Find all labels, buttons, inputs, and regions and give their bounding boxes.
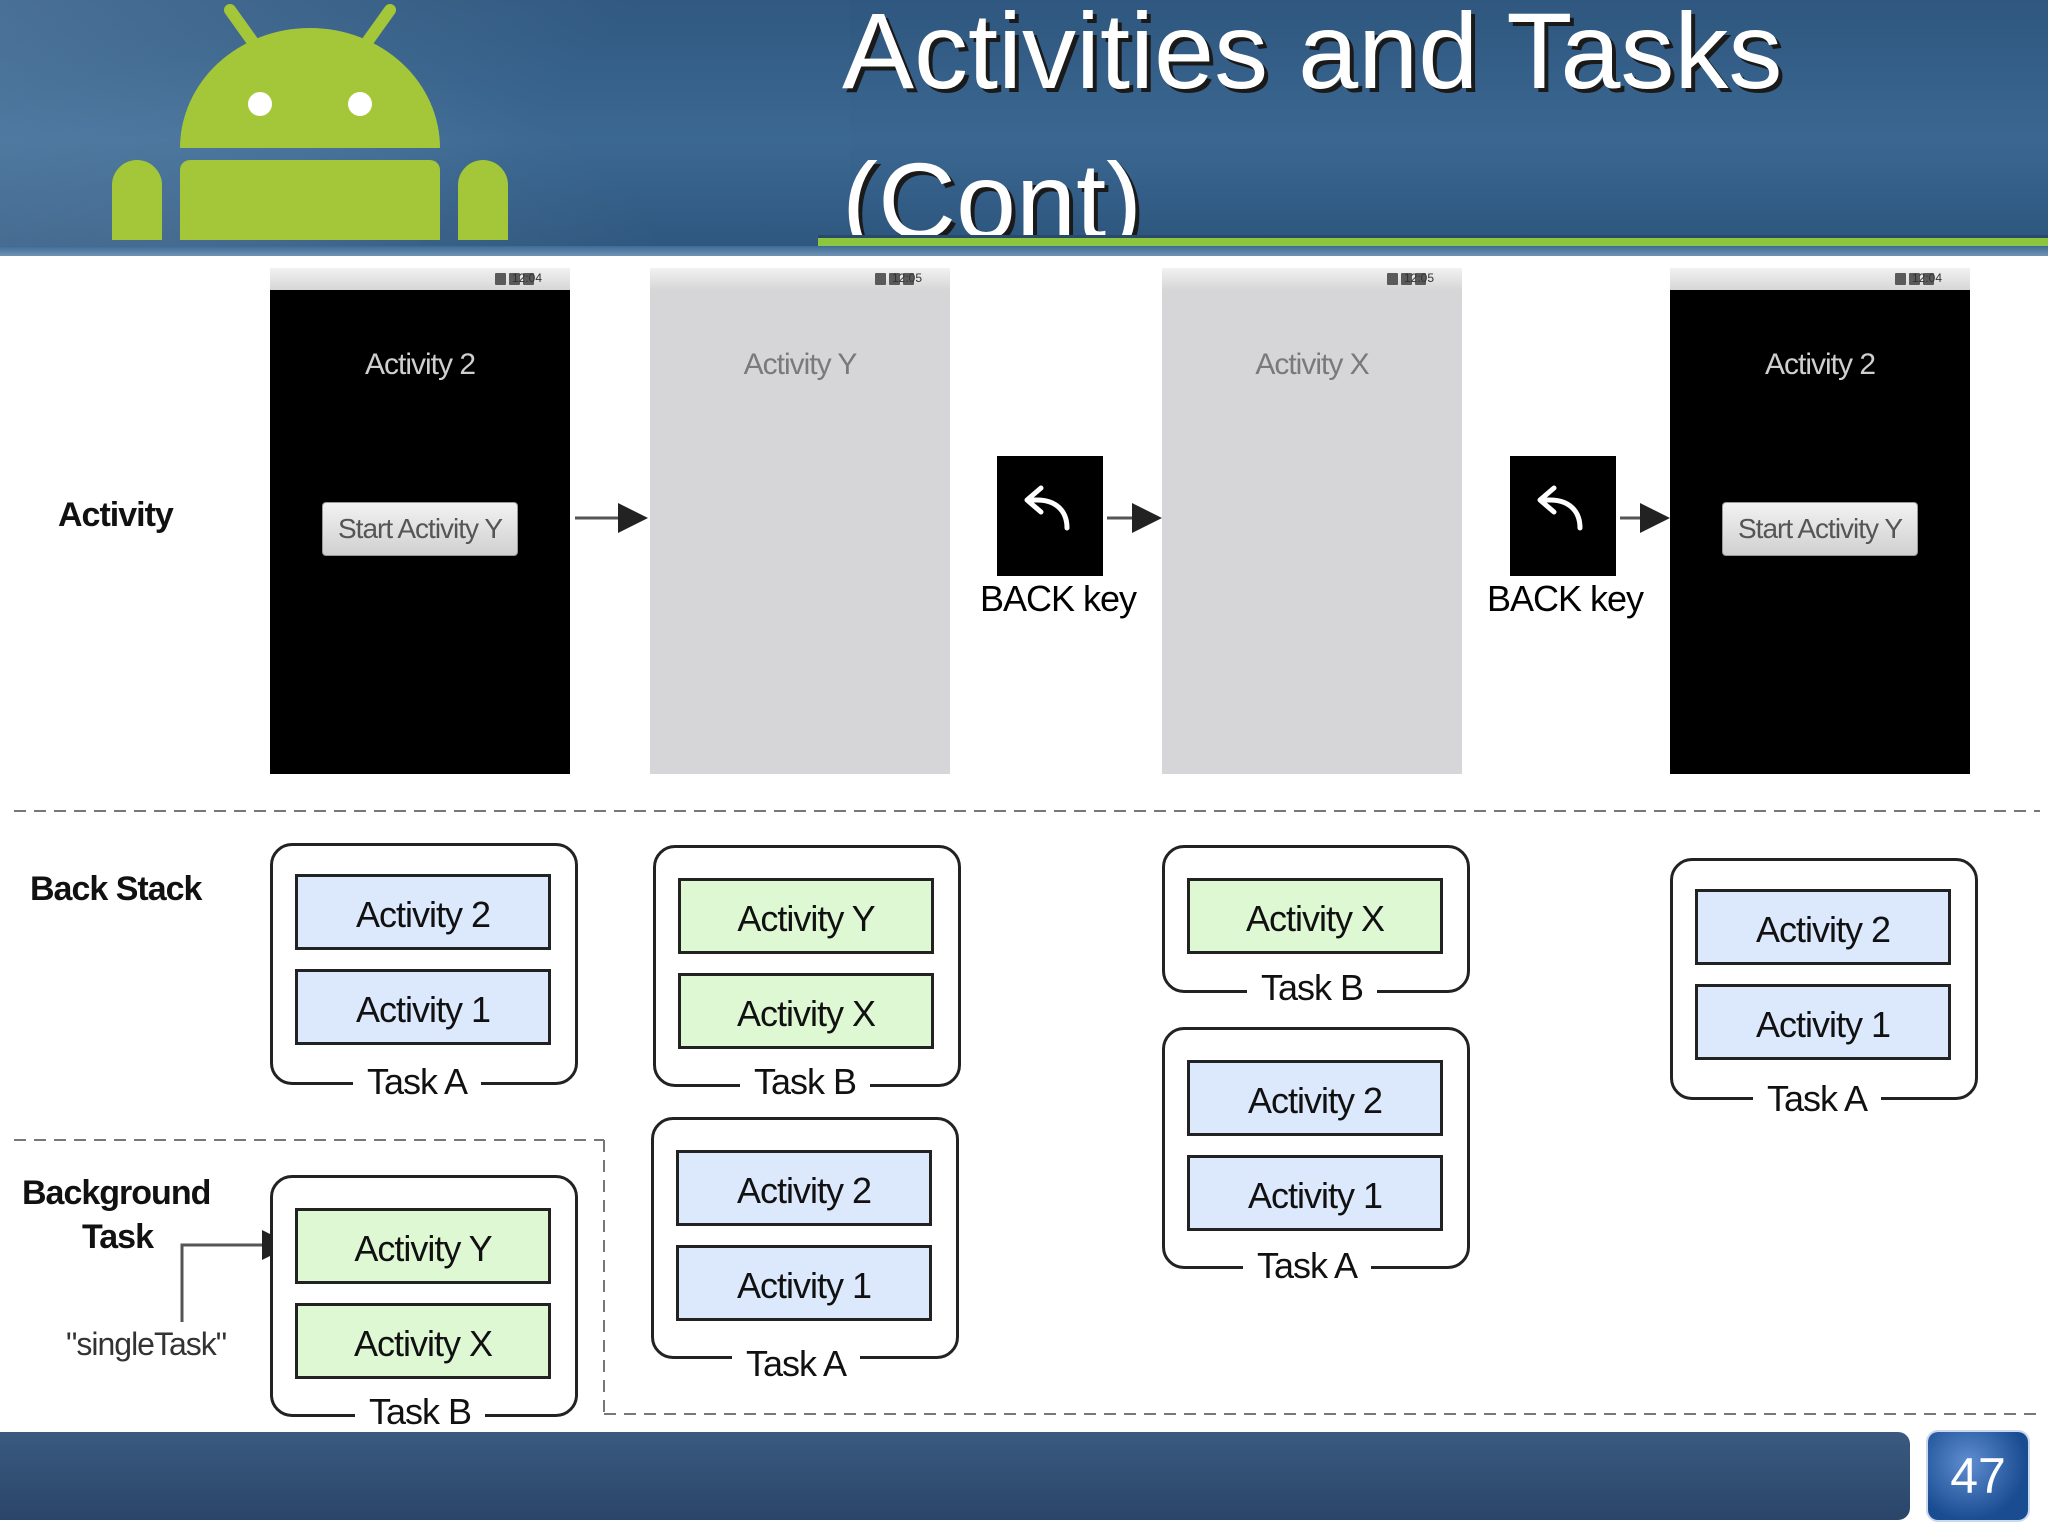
- activity-title: Activity 2: [364, 348, 476, 381]
- phone-display: Activity X: [1162, 290, 1462, 774]
- task-a-container: Activity 2 Activity 1 Task A: [270, 843, 578, 1102]
- activity-1-box: Activity 1: [1695, 984, 1951, 1060]
- task-a-container: Activity 2 Activity 1 Task A: [1670, 858, 1978, 1119]
- task-label: Task A: [1753, 1079, 1882, 1119]
- status-time: 12:04: [1912, 271, 1943, 285]
- single-task-label: "singleTask": [66, 1326, 227, 1362]
- task-b-background-container: Activity Y Activity X Task B: [270, 1175, 578, 1432]
- title-underline: [818, 238, 2048, 246]
- activity-x-box: Activity X: [295, 1303, 551, 1379]
- task-label: Task A: [732, 1344, 861, 1384]
- back-arrow-icon: [1537, 485, 1583, 531]
- task-a-container: Activity 2 Activity 1 Task A: [651, 1117, 959, 1384]
- single-task-connector: [180, 1230, 292, 1322]
- back-arrow-icon: [1024, 485, 1070, 531]
- start-activity-y-button[interactable]: Start Activity Y: [1722, 502, 1918, 556]
- activity-2-box: Activity 2: [1187, 1060, 1443, 1136]
- task-b-container: Activity Y Activity X Task B: [653, 845, 961, 1102]
- status-time: 12:05: [892, 271, 923, 285]
- activity-1-box: Activity 1: [676, 1245, 932, 1321]
- status-bar: 12:04: [270, 268, 570, 290]
- task-label: Task A: [1243, 1246, 1372, 1286]
- activity-x-box: Activity X: [1187, 878, 1443, 954]
- activity-x-box: Activity X: [678, 973, 934, 1049]
- status-bar: 12:04: [1670, 268, 1970, 290]
- slide-header: Activities and Tasks (Cont): [0, 0, 2048, 255]
- task-label: Task B: [1247, 968, 1378, 1008]
- task-label: Task B: [740, 1062, 871, 1102]
- task-b-container: Activity X Task B: [1162, 845, 1470, 1008]
- back-key-button-1[interactable]: [997, 456, 1103, 576]
- status-icons: [1895, 272, 1934, 286]
- activity-2-box: Activity 2: [295, 874, 551, 950]
- back-stack-label: Back Stack: [30, 870, 202, 908]
- status-bar: 12:05: [1162, 268, 1462, 290]
- status-bar: 12:05: [650, 268, 950, 290]
- activity-2-box: Activity 2: [676, 1150, 932, 1226]
- phone-screen-4: 12:04 Activity 2 Start Activity Y: [1670, 268, 1970, 774]
- activity-title: Activity 2: [1764, 348, 1876, 381]
- status-icons: [495, 272, 534, 286]
- task-label: Task A: [353, 1062, 482, 1102]
- status-time: 12:04: [512, 271, 543, 285]
- header-bottom-band: [0, 246, 2048, 256]
- activity-1-box: Activity 1: [295, 969, 551, 1045]
- phone-display: Activity 2 Start Activity Y: [270, 290, 570, 774]
- phone-screen-2: 12:05 Activity Y: [650, 268, 950, 774]
- activity-title: Activity X: [1255, 348, 1369, 381]
- activity-row-label: Activity: [58, 496, 174, 534]
- activity-y-box: Activity Y: [295, 1208, 551, 1284]
- task-label: Task B: [355, 1392, 486, 1432]
- page-number: 47: [1928, 1432, 2028, 1520]
- slide-title-line-2: (Cont): [842, 140, 1143, 255]
- phone-display: Activity 2 Start Activity Y: [1670, 290, 1970, 774]
- activity-2-box: Activity 2: [1695, 889, 1951, 965]
- background-task-label-line-2: Task: [82, 1218, 154, 1256]
- activity-y-box: Activity Y: [678, 878, 934, 954]
- activity-1-box: Activity 1: [1187, 1155, 1443, 1231]
- back-key-label-2: BACK key: [1487, 578, 1644, 619]
- phone-screen-3: 12:05 Activity X: [1162, 268, 1462, 774]
- status-icons: [1387, 272, 1426, 286]
- status-time: 12:05: [1404, 271, 1435, 285]
- start-activity-y-button[interactable]: Start Activity Y: [322, 502, 518, 556]
- section-dividers: [14, 810, 2040, 1415]
- phone-display: Activity Y: [650, 290, 950, 774]
- background-task-label-line-1: Background: [22, 1174, 211, 1212]
- status-icons: [875, 272, 914, 286]
- back-key-label-1: BACK key: [980, 578, 1137, 619]
- slide-title-line-1: Activities and Tasks: [842, 0, 1783, 111]
- phone-screen-1: 12:04 Activity 2 Start Activity Y: [270, 268, 570, 774]
- task-a-container: Activity 2 Activity 1 Task A: [1162, 1027, 1470, 1286]
- slide-footer: [0, 1432, 1910, 1520]
- android-logo-icon: [112, 4, 508, 240]
- activity-title: Activity Y: [743, 348, 858, 381]
- back-key-button-2[interactable]: [1510, 456, 1616, 576]
